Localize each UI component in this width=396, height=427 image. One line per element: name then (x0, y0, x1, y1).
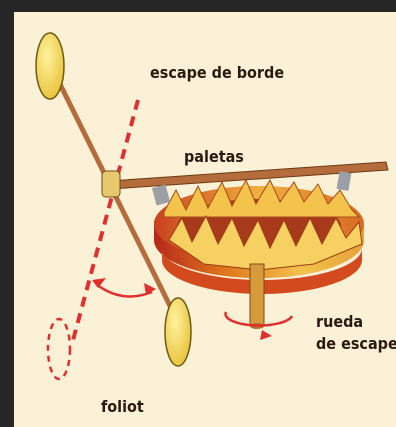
label-foliot: foliot (101, 397, 144, 416)
verge-escapement-illustration (35, 32, 389, 381)
label-escape-wheel-2: de escape (316, 334, 396, 353)
foliot-path-dashed (46, 317, 72, 381)
verge-axis-dashed (70, 99, 140, 345)
label-edge-escapement: escape de borde (150, 63, 285, 82)
label-pallets: paletas (184, 147, 244, 166)
label-escape-wheel-1: rueda (316, 312, 364, 331)
escape-wheel (154, 178, 364, 294)
diagram-panel: escape de borde paletas rueda de escape … (14, 12, 396, 427)
foliot-arm (35, 32, 192, 367)
rotation-arrow-foliot (92, 278, 156, 298)
wheel-arbor (249, 263, 265, 329)
rotation-arrow-wheel (224, 311, 294, 340)
